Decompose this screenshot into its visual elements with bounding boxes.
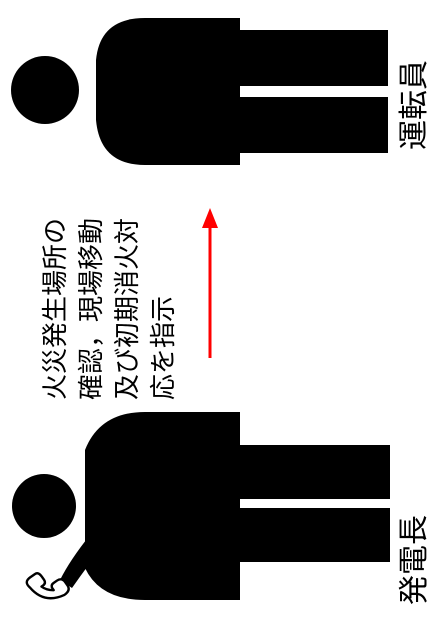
instruction-text: 火災発生場所の 確認，現場移動 及び初期消火対 応を指示 xyxy=(41,218,179,400)
arrow-head xyxy=(202,208,218,228)
supervisor-leg-upper xyxy=(240,445,390,499)
instruction-line-4: 応を指示 xyxy=(149,296,179,400)
supervisor-head xyxy=(12,474,76,538)
instruction-line-1: 火災発生場所の xyxy=(41,218,71,400)
instruction-line-3: 及び初期消火対 xyxy=(113,218,143,400)
supervisor-torso xyxy=(85,412,240,600)
instruction-arrow-up-icon xyxy=(202,208,218,358)
instruction-line-2: 確認，現場移動 xyxy=(77,218,107,400)
operator-person-icon xyxy=(11,18,388,165)
operator-torso xyxy=(96,18,240,165)
operator-leg-upper xyxy=(240,30,388,86)
telephone-icon xyxy=(25,572,70,600)
shift-supervisor-person-icon xyxy=(12,412,390,600)
supervisor-leg-lower xyxy=(240,508,390,562)
supervisor-arm xyxy=(60,535,104,588)
operator-leg-lower xyxy=(240,97,388,153)
role-label-operator: 運転員 xyxy=(397,60,432,150)
operator-head xyxy=(11,56,79,124)
role-label-supervisor: 発電長 xyxy=(397,515,432,605)
